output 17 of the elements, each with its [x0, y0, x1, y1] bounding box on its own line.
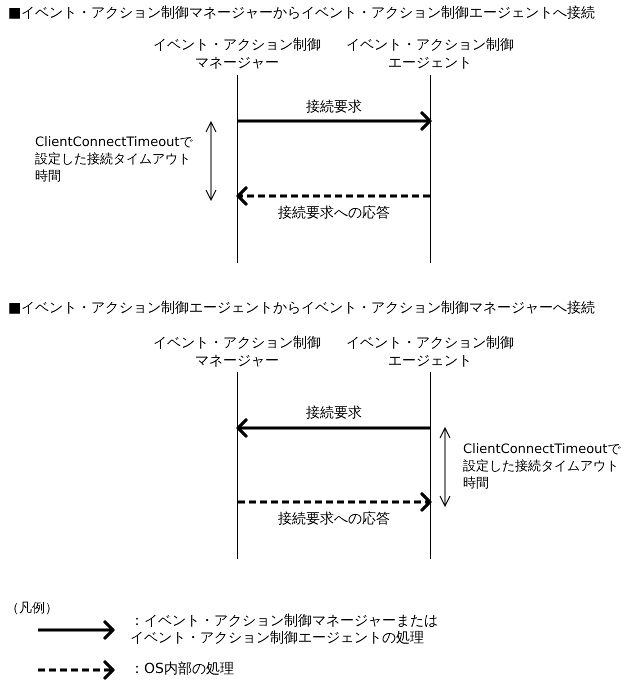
- legend-heading: （凡例）: [6, 600, 59, 617]
- lifeline-heading: イベント・アクション制御エージェント: [342, 334, 518, 370]
- section-heading: ■イベント・アクション制御エージェントからイベント・アクション制御マネージャーへ接続: [8, 300, 596, 317]
- timeout-note: ClientConnectTimeoutで設定した接続タイムアウト時間: [463, 441, 622, 492]
- arrow: [236, 418, 430, 438]
- section-heading: ■イベント・アクション制御マネージャーからイベント・アクション制御エージェントへ接続: [8, 5, 596, 22]
- lifeline: [236, 372, 238, 559]
- timeout-note: ClientConnectTimeoutで設定した接続タイムアウト時間: [35, 134, 194, 185]
- arrow: [236, 186, 430, 206]
- arrow: [238, 111, 432, 131]
- legend-text: ：OS内部の処理: [130, 661, 235, 678]
- lifeline-heading: イベント・アクション制御マネージャー: [149, 36, 325, 72]
- lifeline: [236, 75, 238, 263]
- lifeline-heading: イベント・アクション制御エージェント: [342, 36, 518, 72]
- arrow: [238, 492, 432, 512]
- legend-text: ：イベント・アクション制御マネージャーまたはイベント・アクション制御エージェントの処理: [130, 613, 439, 647]
- lifeline-heading: イベント・アクション制御マネージャー: [149, 334, 325, 370]
